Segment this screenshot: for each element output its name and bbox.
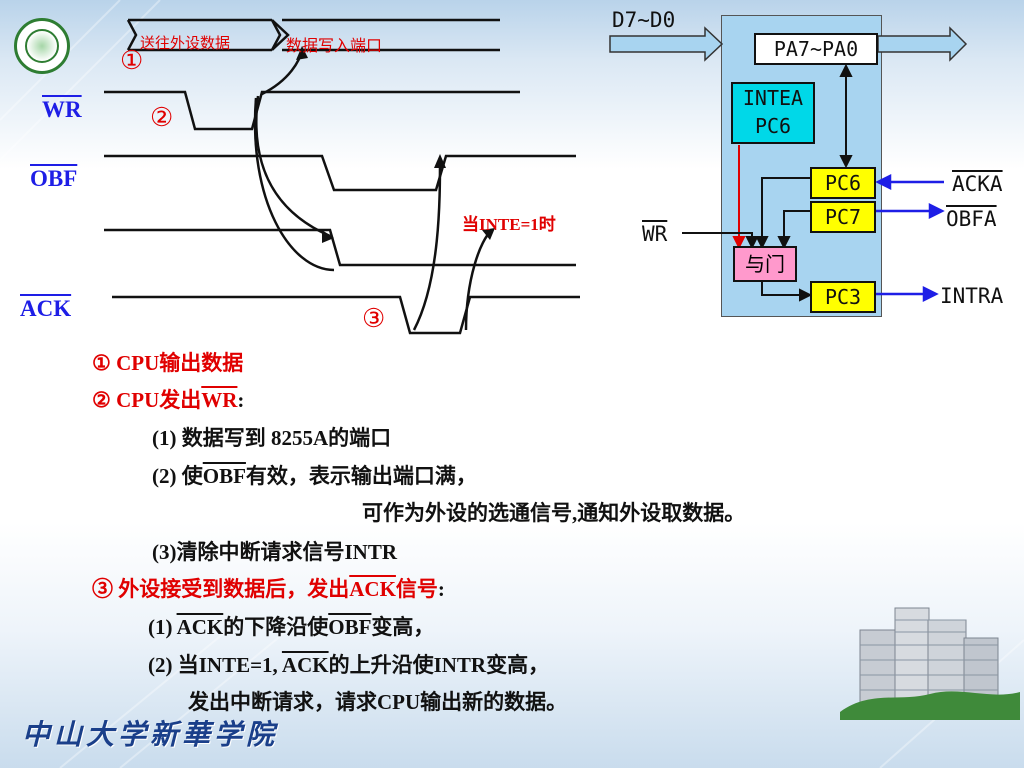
note-8-pre: (1) — [148, 615, 177, 639]
arrow-heads — [296, 46, 495, 243]
note-line-4: (2) 使OBF有效，表示输出端口满， — [152, 460, 477, 490]
note-line-6: (3)清除中断请求信号INTR — [152, 540, 397, 564]
pc7-pin-box: PC7 — [810, 201, 876, 233]
data-bus-label: D7~D0 — [612, 8, 676, 32]
note-7-marker: ③ — [92, 577, 113, 601]
note-8-mid: 的下降沿使 — [223, 615, 329, 639]
intra-label: INTRA — [940, 284, 1004, 308]
acka-label: ACKA — [952, 172, 1003, 196]
note-line-7: ③ 外设接受到数据后，发出ACK信号: — [92, 573, 445, 603]
step-2-marker: ② — [150, 103, 174, 132]
note-7-colon: : — [437, 577, 445, 601]
wr-signal-label: WR — [42, 97, 82, 122]
campus-buildings-image — [840, 607, 1020, 720]
data-bus-in-arrow — [609, 26, 724, 62]
note-9-ack: ACK — [281, 653, 329, 677]
note-7-post: 信号 — [395, 577, 438, 601]
and-gate: 与门 — [733, 246, 797, 282]
note-line-8: (1) ACK的下降沿使OBF变高， — [148, 611, 434, 641]
note-4-post: 有效，表示输出端口满， — [245, 464, 477, 488]
port-a-register: PA7~PA0 — [754, 33, 878, 65]
note-line-5: 可作为外设的选通信号,通知外设取数据。 — [362, 501, 746, 525]
note-line-10: 发出中断请求，请求CPU输出新的数据。 — [188, 690, 568, 714]
step-1-marker: ① — [120, 46, 144, 75]
obfa-label: OBFA — [946, 207, 997, 231]
note-line-1: ① CPU输出数据 — [92, 347, 243, 377]
intea-pin: PC6 — [754, 114, 792, 138]
pc3-pin-box: PC3 — [810, 281, 876, 313]
note-2-colon: : — [237, 388, 245, 412]
pc6-pin-box: PC6 — [810, 167, 876, 199]
inte-condition-note: 当INTE=1时 — [462, 215, 556, 234]
note-line-9: (2) 当INTE=1, ACK的上升沿使INTR变高， — [148, 649, 549, 679]
note-4-pre: (2) 使 — [152, 464, 203, 488]
note-2-marker: ② — [92, 388, 111, 412]
obf-signal-label: OBF — [30, 166, 78, 191]
note-1-marker: ① — [92, 351, 111, 375]
ack-waveform — [112, 295, 580, 335]
intr-waveform — [104, 228, 576, 267]
chip-connections — [609, 26, 968, 303]
obf-waveform — [104, 154, 576, 192]
note-8-ack: ACK — [176, 615, 224, 639]
step-3-marker: ③ — [362, 304, 386, 333]
ack-signal-label: ACK — [20, 296, 72, 321]
intea-register: INTEA PC6 — [731, 82, 815, 144]
port-out-arrow — [877, 26, 968, 62]
note-line-3: (1) 数据写到 8255A的端口 — [152, 426, 392, 450]
data-to-peripheral-label: 送往外设数据 — [140, 34, 231, 52]
timing-diagram — [104, 18, 580, 335]
note-8-post: 变高， — [371, 615, 435, 639]
note-2-text: CPU发出 — [116, 388, 202, 412]
note-8-obf: OBF — [328, 615, 372, 639]
note-9-pre: (2) 当INTE=1, — [148, 653, 282, 677]
note-line-2: ② CPU发出WR: — [92, 384, 244, 414]
wr-waveform — [104, 90, 520, 131]
data-written-to-port-label: 数据写入端口 — [286, 36, 383, 55]
note-9-post: 的上升沿使INTR变高， — [328, 653, 550, 677]
note-2-wr: WR — [201, 388, 238, 412]
school-logo — [14, 18, 70, 74]
note-1-text: CPU输出数据 — [116, 351, 244, 375]
note-7-pre: 外设接受到数据后，发出 — [118, 577, 350, 601]
school-name-footer: 中山大学新華学院 — [22, 718, 279, 751]
note-4-obf: OBF — [202, 464, 246, 488]
wr-input-label: WR — [642, 222, 668, 246]
note-7-ack: ACK — [349, 577, 396, 601]
data-bus-waveform — [126, 18, 500, 52]
intea-name: INTEA — [742, 86, 804, 110]
